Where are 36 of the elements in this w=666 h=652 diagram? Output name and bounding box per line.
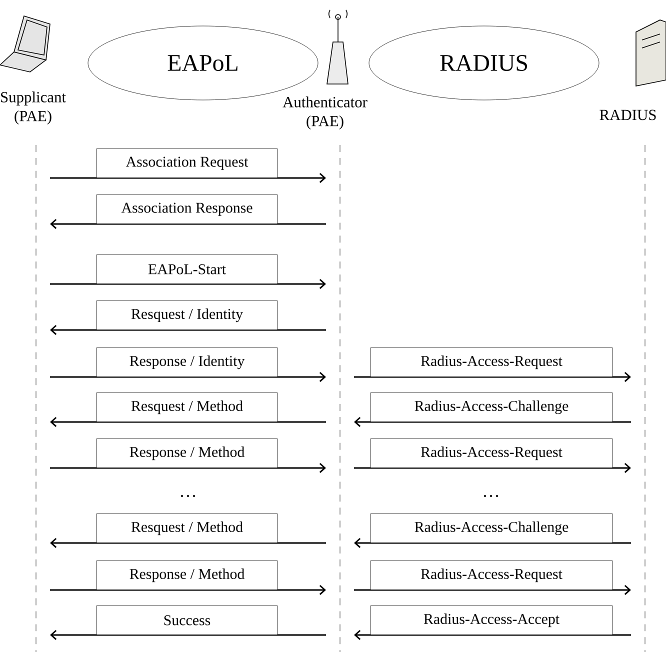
message-label: Association Request: [96, 148, 278, 178]
message-label: Resquest / Method: [96, 514, 278, 543]
message-arrow: [50, 416, 326, 428]
message-arrow: [354, 416, 631, 428]
message-arrow: [50, 538, 326, 548]
entity-label: Supplicant (PAE): [1, 92, 66, 124]
message-label: Response / Method: [96, 560, 278, 590]
message-arrow: [50, 218, 326, 230]
message-label: EAPoL-Start: [96, 254, 278, 284]
ellipsis: …: [484, 494, 498, 498]
message-arrow: [50, 584, 326, 596]
message-arrow: [354, 538, 631, 548]
entity-label: RADIUS: [600, 110, 656, 120]
ellipsis: …: [180, 494, 196, 498]
message-label: Radius-Access-Request: [370, 348, 613, 377]
message-label: Radius-Access-Request: [370, 560, 613, 590]
message-arrow: [50, 324, 326, 336]
message-label: Radius-Access-Accept: [370, 606, 613, 635]
message-arrow: [50, 462, 326, 474]
message-arrow: [354, 584, 631, 596]
message-arrow: [354, 372, 631, 382]
message-label: Resquest / Method: [96, 392, 278, 422]
message-label: Radius-Access-Challenge: [370, 514, 613, 543]
message-label: Response / Method: [96, 438, 278, 468]
message-label: Response / Identity: [96, 348, 278, 377]
message-arrow: [50, 278, 326, 290]
message-arrow: [50, 630, 326, 640]
message-label: Radius-Access-Request: [370, 438, 613, 468]
message-arrow: [50, 372, 326, 382]
message-arrow: [354, 630, 631, 640]
message-label: Radius-Access-Challenge: [370, 392, 613, 422]
message-arrow: [50, 172, 326, 184]
message-arrow: [354, 462, 631, 474]
message-label: Association Response: [96, 194, 278, 224]
message-label: Resquest / Identity: [96, 300, 278, 330]
message-label: Success: [96, 606, 278, 635]
